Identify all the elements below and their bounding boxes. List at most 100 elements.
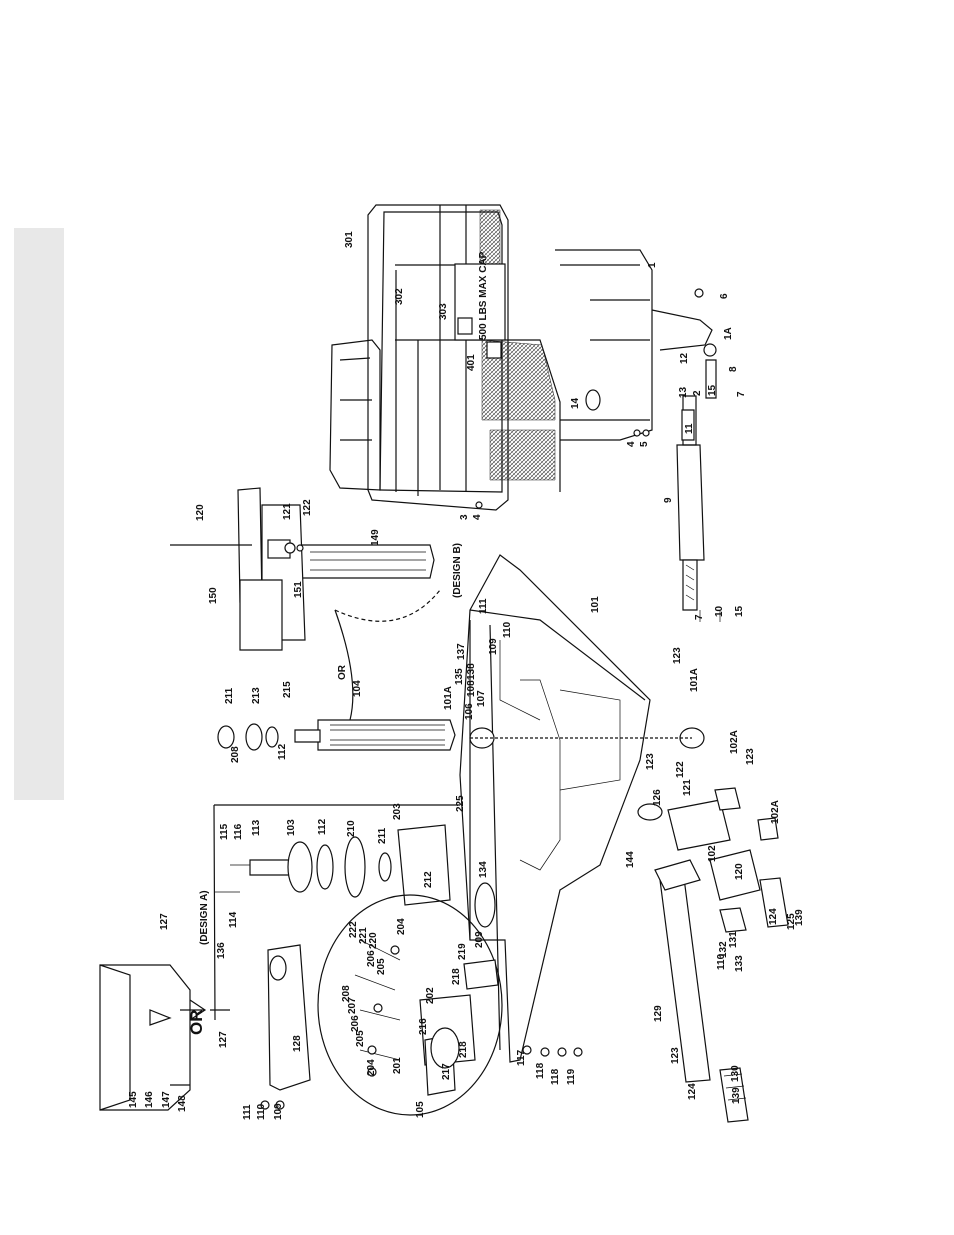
design-a-label: (DESIGN A) [199, 890, 210, 945]
base-frame [459, 554, 705, 1063]
part-label-p9: 9 [663, 497, 674, 503]
part-label-p203: 203 [392, 803, 403, 820]
part-label-p217: 217 [441, 1063, 452, 1080]
part-label-p106: 106 [464, 703, 475, 720]
design-b-assembly [170, 487, 441, 721]
part-label-p13: 13 [678, 386, 689, 398]
part-label-p15a: 15 [707, 384, 718, 396]
part-label-p12: 12 [679, 352, 690, 364]
page-side-tab [14, 228, 64, 800]
cover-assembly [99, 944, 311, 1111]
part-label-p119: 119 [566, 1068, 577, 1085]
part-label-p216: 216 [418, 1018, 429, 1035]
part-label-p123b: 123 [645, 753, 656, 770]
part-label-p113: 113 [251, 819, 262, 836]
part-label-p120b: 120 [734, 863, 745, 880]
part-label-p139a: 139 [794, 909, 805, 926]
part-label-p221: 221 [358, 927, 369, 944]
part-label-p138: 138 [466, 663, 477, 680]
part-label-p147: 147 [161, 1091, 172, 1108]
part-label-p139b: 139 [731, 1087, 742, 1104]
part-label-p14: 14 [570, 397, 581, 409]
part-label-p210: 210 [346, 820, 357, 837]
part-label-p127a: 127 [159, 913, 170, 930]
capacity-plate-text: 500 LBS MAX CAP [478, 251, 489, 340]
part-label-p102A2: 102A [770, 800, 781, 824]
part-label-p7b: 7 [694, 614, 705, 620]
part-label-p208a: 208 [230, 746, 241, 763]
part-label-p114: 114 [228, 911, 239, 928]
part-label-p105: 105 [415, 1101, 426, 1118]
part-label-p112b: 112 [317, 818, 328, 835]
part-label-p111a: 111 [478, 598, 489, 614]
part-label-p123c: 123 [745, 748, 756, 765]
platform-cylinder [475, 288, 721, 622]
part-label-p148: 148 [177, 1095, 188, 1112]
rotation-gear-stack [213, 804, 460, 1021]
part-label-p130: 130 [730, 1065, 741, 1082]
bottom-fasteners [474, 882, 583, 1057]
part-label-p101A2: 101A [689, 668, 700, 692]
part-label-p126: 126 [652, 789, 663, 806]
part-label-p120a: 120 [195, 504, 206, 521]
part-label-p116: 116 [233, 823, 244, 840]
part-label-p121a: 121 [282, 503, 293, 520]
part-label-p145: 145 [128, 1091, 139, 1108]
part-label-p109b: 109 [273, 1103, 284, 1120]
or-label-large: OR [187, 1010, 206, 1036]
part-label-p1: 1 [647, 262, 658, 268]
part-label-p205b: 205 [355, 1030, 366, 1047]
part-label-p117: 117 [516, 1049, 527, 1066]
part-label-p107: 107 [476, 690, 487, 707]
part-label-p10: 10 [714, 605, 725, 617]
part-label-p133: 133 [734, 955, 745, 972]
part-label-p401: 401 [466, 354, 477, 371]
part-label-p6: 6 [719, 293, 730, 299]
part-label-p7a: 7 [736, 391, 747, 397]
part-label-p218b: 218 [458, 1041, 469, 1058]
part-label-p137: 137 [456, 643, 467, 660]
part-label-p115: 115 [219, 823, 230, 840]
part-label-p101: 101 [590, 596, 601, 613]
part-label-p110b: 110 [716, 953, 727, 970]
part-label-p4b: 4 [472, 514, 483, 520]
part-label-p220: 220 [368, 932, 379, 949]
part-label-p303: 303 [438, 303, 449, 320]
part-label-p121b: 121 [682, 779, 693, 796]
lift-cylinder [637, 787, 789, 1123]
part-label-p135: 135 [454, 668, 465, 685]
part-label-p204b: 204 [366, 1059, 377, 1076]
part-label-p108: 108 [466, 680, 477, 697]
platform-basket: 500 LBS MAX CAP [329, 204, 713, 511]
or-label-small: OR [337, 664, 348, 680]
part-label-p129: 129 [653, 1005, 664, 1022]
part-label-p103: 103 [286, 819, 297, 836]
part-label-p102: 102 [707, 845, 718, 862]
part-label-p8: 8 [728, 366, 739, 372]
part-label-p209: 209 [474, 931, 485, 948]
control-box-detail-circle [317, 894, 503, 1116]
part-label-p201: 201 [392, 1057, 403, 1074]
part-label-p207: 207 [347, 997, 358, 1014]
part-label-p206a: 206 [366, 950, 377, 967]
part-label-p219: 219 [457, 943, 468, 960]
part-label-p131: 131 [728, 931, 739, 948]
part-label-p124a: 124 [768, 908, 779, 925]
part-label-p301: 301 [344, 231, 355, 248]
part-label-p125: 125 [786, 913, 797, 930]
part-label-p151: 151 [293, 581, 304, 598]
part-label-p146: 146 [144, 1091, 155, 1108]
part-label-p124b: 124 [687, 1083, 698, 1100]
part-label-p5: 5 [639, 441, 650, 447]
part-label-p136: 136 [216, 942, 227, 959]
part-label-p118a: 118 [535, 1062, 546, 1079]
part-label-p132: 132 [718, 941, 729, 958]
part-label-p211b: 211 [377, 827, 388, 844]
part-label-p2: 2 [692, 390, 703, 396]
part-label-p123a: 123 [672, 647, 683, 664]
part-label-p149: 149 [370, 529, 381, 546]
part-label-p15b: 15 [734, 605, 745, 617]
part-label-p204a: 204 [396, 918, 407, 935]
part-label-p104: 104 [352, 680, 363, 697]
